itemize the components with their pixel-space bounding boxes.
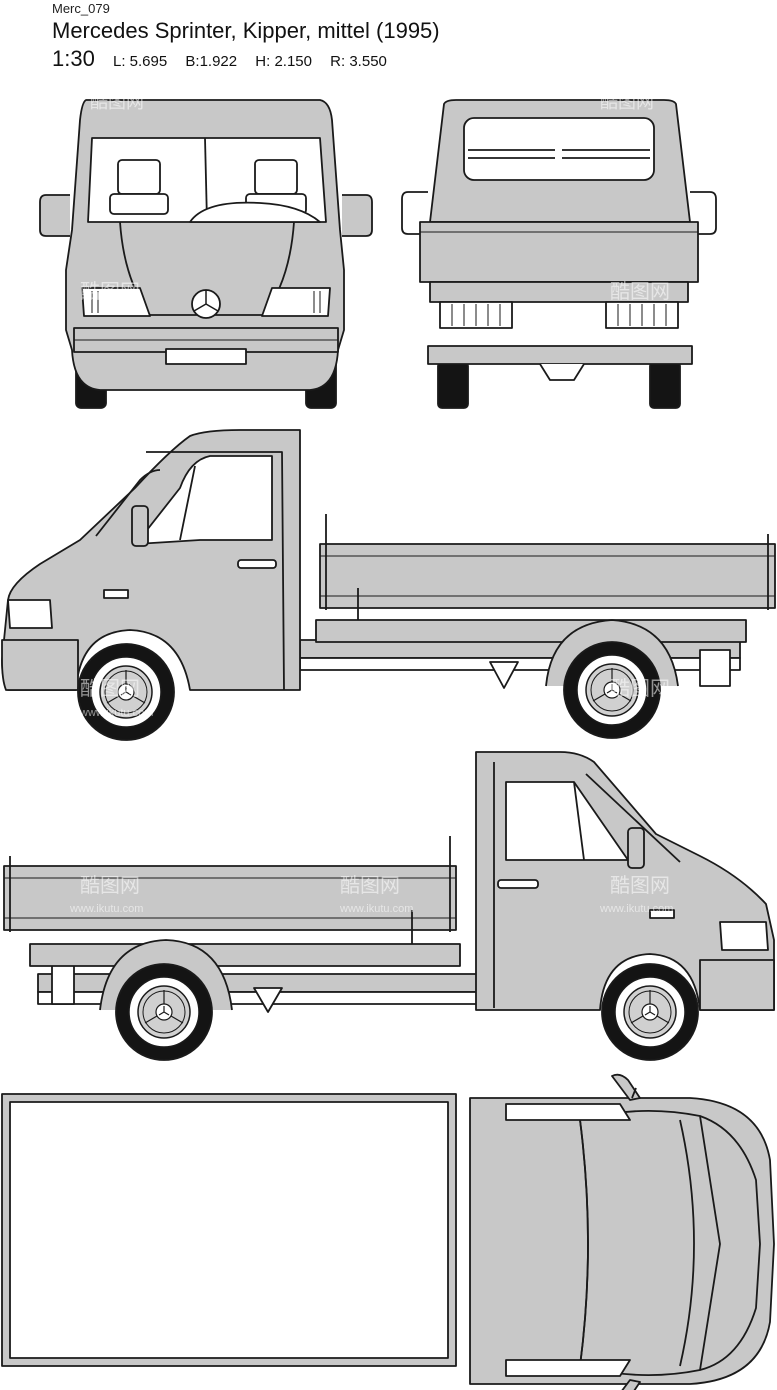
height-label: H: 2.150 [255,53,312,70]
dimensions-row: 1:30 L: 5.695 B:1.922 H: 2.150 R: 3.550 [52,46,401,72]
left-side-view [1,429,776,740]
width-label: B:1.922 [185,53,238,70]
scale-label: 1:30 [52,46,95,71]
watermark-brand: 酷图网 [610,874,670,897]
watermark-brand: 酷图网 [610,677,670,700]
watermark-overlay: 酷图网 酷图网 酷图网 酷图网 酷图网 酷图网 酷图网 www.ikutu.co… [69,92,673,915]
watermark-brand: 酷图网 [90,92,144,112]
watermark-url: www.ikutu.com [339,903,413,915]
watermark-url: www.ikutu.com [69,903,143,915]
watermark-brand: 酷图网 [610,280,670,303]
watermark-brand: 酷图网 [600,92,654,112]
watermark-brand: 酷图网 [80,280,140,303]
vehicle-title: Mercedes Sprinter, Kipper, mittel (1995) [52,18,440,43]
rear-view [401,99,717,409]
watermark-url: www.ikutu.com [599,903,673,915]
front-view [39,99,373,409]
length-label: L: 5.695 [113,53,168,70]
watermark-brand: 酷图网 [340,874,400,897]
model-code: Merc_079 [52,1,110,16]
watermark-brand: 酷图网 [80,874,140,897]
top-view [1,1073,775,1390]
right-side-view [3,751,775,1060]
watermark-brand: 酷图网 [340,677,400,700]
watermark-url: www.ikutu.com [79,707,153,719]
wheelbase-label: R: 3.550 [330,53,387,70]
watermark-brand: 酷图网 [80,677,140,700]
